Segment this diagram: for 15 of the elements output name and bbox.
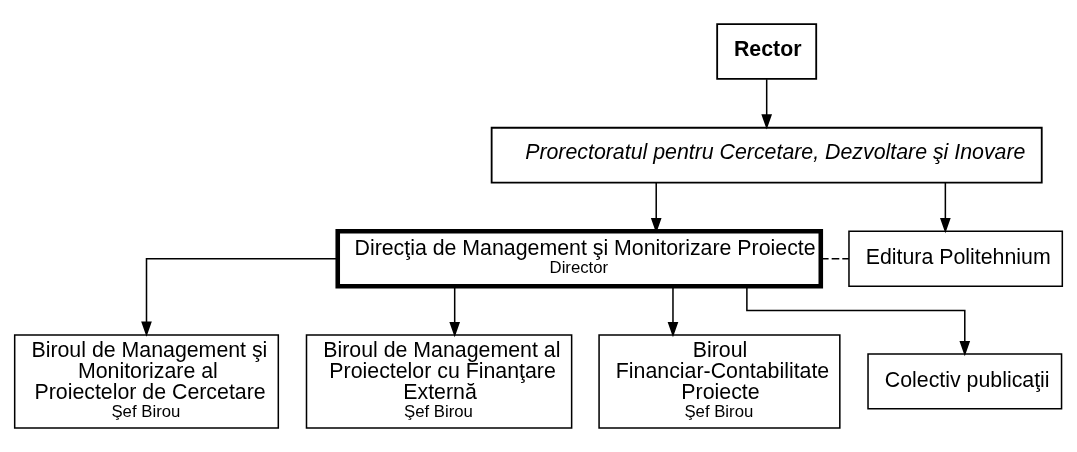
node-box: Editura Politehnium: [848, 230, 1064, 287]
arrow: [449, 285, 461, 338]
arrow: [761, 78, 773, 130]
node-box: Biroul Financiar-Contabilitate Proiecte Şef Birou: [598, 334, 841, 429]
arrow: [940, 182, 951, 234]
connector: [820, 258, 850, 260]
node-box: Biroul de Management şi Monitorizare al Proiectelor de Cercetare Şef Birou: [13, 334, 280, 429]
node-box: Colectiv publicaţii: [867, 353, 1063, 410]
arrow: [141, 258, 339, 337]
node-box: Biroul de Management al Proiectelor cu Finanţare Externă Şef Birou: [305, 334, 573, 429]
node-box: Direcţia de Management şi Monitorizare Proiecte Director: [335, 229, 824, 289]
arrow: [667, 285, 679, 338]
node-box: Prorectoratul pentru Cercetare, Dezvoltare şi Inovare: [490, 126, 1043, 184]
arrow: [746, 285, 971, 357]
node-box: Rector: [716, 23, 818, 80]
